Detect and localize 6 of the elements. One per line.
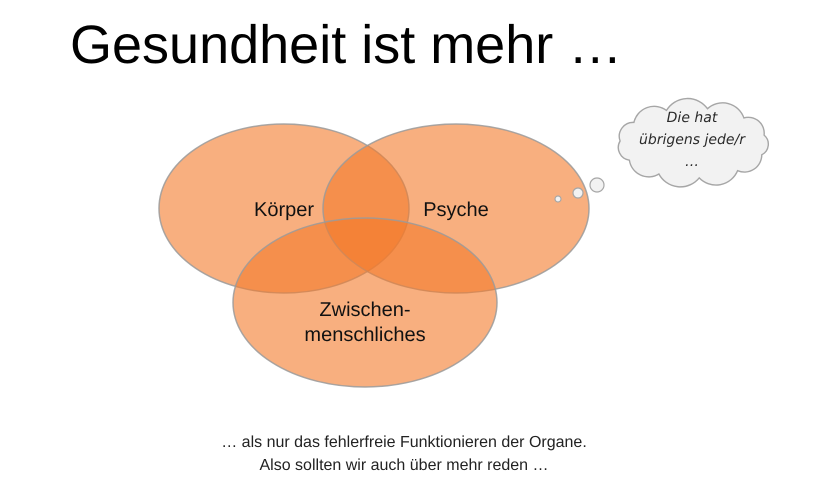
caption-text: … als nur das fehlerfreie Funktionieren der Organe. Also sollten wir auch über mehr reden … xyxy=(220,433,588,476)
thought-text: Die hat übrigens jede/r … xyxy=(638,109,747,172)
ellipse-label: Körper xyxy=(254,198,314,223)
ellipse-label: Psyche xyxy=(423,198,489,223)
ellipse-label: Zwischen- menschliches xyxy=(303,298,427,348)
slide-title: Gesundheit ist mehr … xyxy=(70,14,622,77)
